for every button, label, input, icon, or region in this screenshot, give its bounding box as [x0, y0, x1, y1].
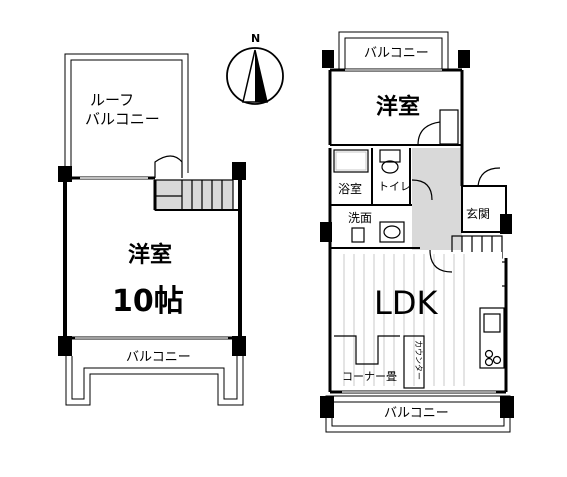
corner-tatami-label: コーナー畳: [342, 370, 397, 383]
entrance-label: 玄関: [466, 206, 490, 221]
ldk-label: LDK: [374, 284, 438, 322]
bathtub-inner: [335, 151, 367, 171]
wash-basin: [379, 221, 405, 243]
counter-label: カウンター: [414, 340, 423, 380]
wash-basin-icon: [383, 225, 401, 239]
left-balcony-outline-inner: [71, 356, 238, 400]
stove-burner-icon: [492, 355, 502, 365]
bathtub: [333, 149, 369, 173]
top-balcony-outline-inner: [344, 37, 443, 70]
pillar: [232, 336, 246, 356]
compass-north-label: N: [251, 32, 260, 45]
washing-machine-icon: [351, 227, 365, 243]
washroom-label: 洗面: [348, 211, 372, 225]
right-unit: バルコニー 洋室 浴室 トイレ 洗面: [320, 31, 514, 433]
roof-balcony-label-line2: バルコニー: [85, 110, 160, 128]
ldk-floor: [334, 252, 502, 388]
corner-tatami-outline: [334, 335, 400, 365]
kitchen-sink-icon: [483, 313, 501, 333]
entrance-floor: [461, 185, 507, 233]
pillar: [320, 222, 332, 242]
top-balcony-outline: [338, 31, 449, 70]
western-room-label: 洋室: [376, 94, 420, 120]
pillar: [58, 336, 72, 356]
ldk-flooring: [343, 254, 465, 386]
ldk-door-swing: [429, 249, 453, 273]
entrance-door-swing: [477, 167, 501, 187]
left-room-name: 洋室: [128, 242, 172, 268]
pillar: [458, 50, 470, 68]
pillar: [58, 166, 72, 182]
left-balcony-label: バルコニー: [126, 350, 191, 365]
bottom-balcony-outline: [325, 395, 511, 433]
toilet-door-swing: [411, 179, 433, 201]
bottom-balcony-outline-inner: [331, 401, 505, 427]
compass-ring: [226, 47, 284, 105]
western-room-door-swing: [417, 121, 441, 146]
counter: [403, 335, 425, 389]
bathroom-label: 浴室: [338, 181, 362, 196]
stove-burner-icon: [484, 357, 494, 367]
roof-balcony-outline: [70, 59, 183, 173]
pillar: [500, 396, 514, 418]
roof-balcony-outline-outer: [64, 53, 189, 173]
kitchen-counter: [479, 307, 505, 369]
hallway-floor: [412, 148, 462, 250]
roof-balcony-label-line1: ルーフ: [90, 91, 134, 109]
pillar: [500, 214, 512, 234]
pillar: [320, 396, 334, 418]
western-room-closet: [439, 109, 459, 145]
pillar: [322, 50, 334, 68]
left-door-swing: [154, 155, 183, 178]
pillar: [232, 162, 246, 180]
north-arrow-fill: [255, 50, 267, 102]
left-balcony-outline: [65, 356, 244, 406]
toilet-tank: [379, 149, 401, 163]
top-balcony-label: バルコニー: [364, 46, 429, 61]
toilet-label: トイレ: [378, 180, 411, 193]
left-unit: ルーフ バルコニー 洋室 10帖: [58, 53, 246, 406]
toilet-bowl-icon: [381, 160, 399, 174]
stove-burner-icon: [484, 349, 494, 359]
left-room-size: 10帖: [112, 284, 184, 319]
left-stair-floor: [155, 180, 233, 210]
bottom-balcony-label: バルコニー: [384, 406, 449, 421]
compass: N: [226, 32, 284, 105]
